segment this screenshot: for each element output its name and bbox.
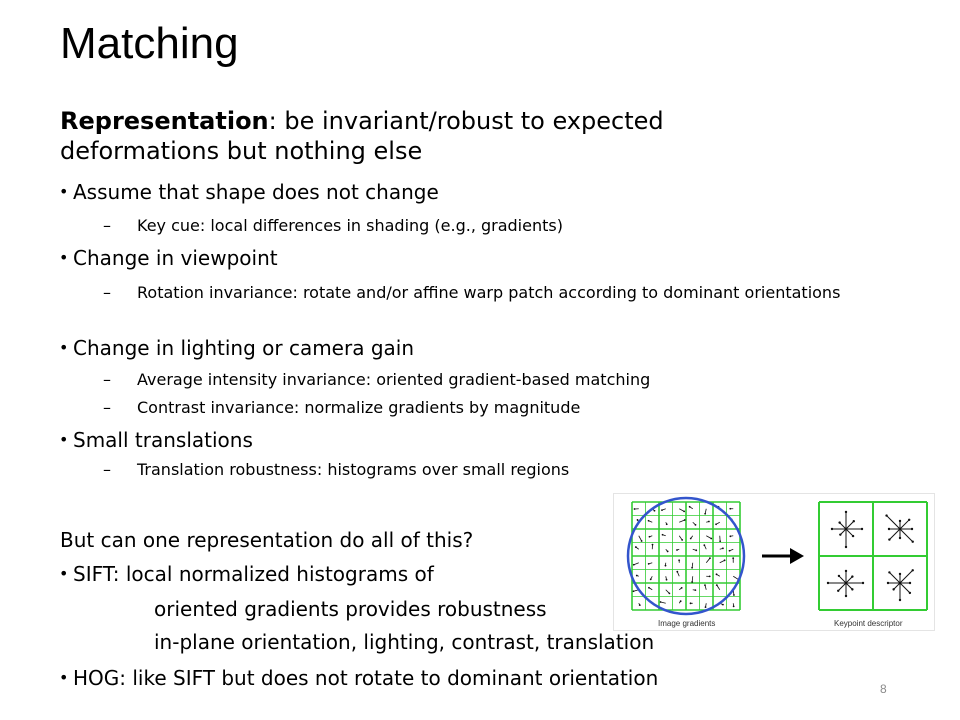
dash-marker: –	[103, 398, 111, 417]
dash-marker: –	[103, 460, 111, 479]
page-number: 8	[880, 682, 887, 696]
question-line: But can one representation do all of thi…	[60, 528, 474, 552]
sift-continuation-1: oriented gradients provides robustness	[154, 597, 547, 621]
sift-descriptor-figure: Image gradients Keypoint descriptor	[613, 493, 935, 631]
dash-marker: –	[103, 216, 111, 235]
lead-text: : be invariant/robust to expected deform…	[60, 107, 664, 165]
keypoint-descriptor-caption: Keypoint descriptor	[834, 619, 903, 628]
bullet-shape-constant: Assume that shape does not change	[59, 180, 439, 204]
gaussian-window-circle	[626, 496, 746, 616]
image-gradients-grid	[631, 501, 741, 611]
lead-statement: Representation: be invariant/robust to e…	[60, 106, 760, 166]
sift-continuation-2: in-plane orientation, lighting, contrast…	[154, 630, 655, 654]
keypoint-descriptor-grid	[818, 501, 928, 611]
lead-bold-term: Representation	[60, 107, 269, 135]
image-gradients-caption: Image gradients	[658, 619, 716, 628]
bullet-viewpoint: Change in viewpoint	[59, 246, 278, 270]
dash-marker: –	[103, 283, 111, 302]
sift-figure-graphic	[626, 496, 928, 616]
transform-arrow-icon	[762, 548, 804, 564]
bullet-translations: Small translations	[59, 428, 253, 452]
bullet-sift: SIFT: local normalized histograms of	[59, 562, 434, 586]
bullet-lighting: Change in lighting or camera gain	[59, 336, 414, 360]
bullet-hog: HOG: like SIFT but does not rotate to do…	[59, 666, 658, 690]
slide-title: Matching	[60, 19, 239, 68]
dash-marker: –	[103, 370, 111, 389]
